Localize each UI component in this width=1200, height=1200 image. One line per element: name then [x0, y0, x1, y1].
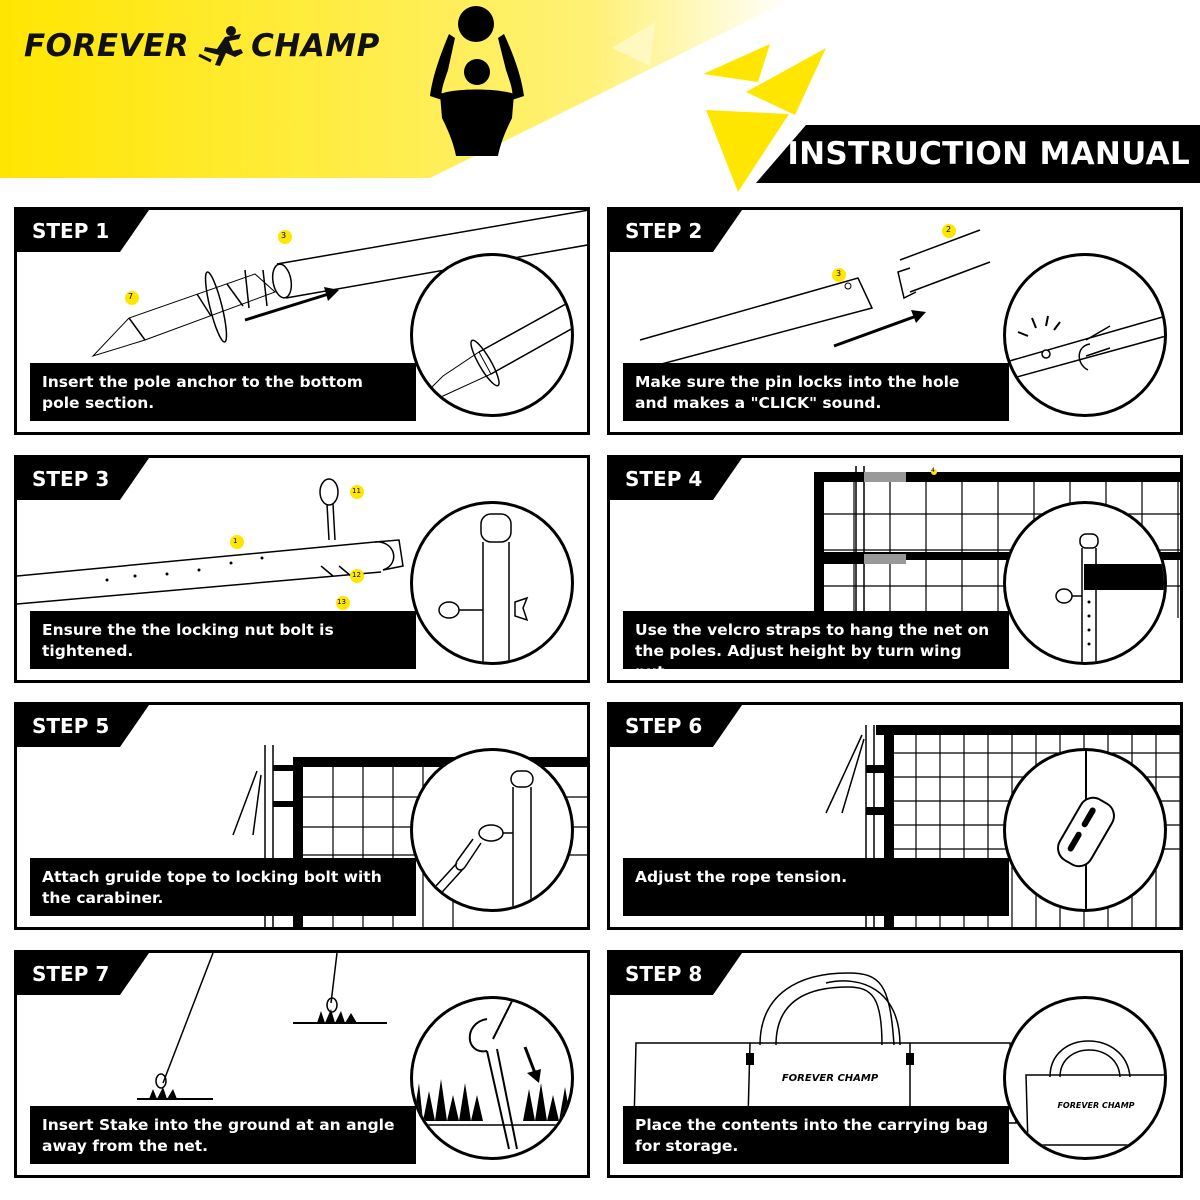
- step-8-caption: Place the contents into the carrying bag…: [623, 1106, 1009, 1164]
- s1-part-anchor: 7: [128, 292, 134, 301]
- step-2-zoom: [1003, 253, 1167, 417]
- step-4-zoom: [1003, 501, 1167, 665]
- yellow-triangle: [706, 110, 789, 192]
- s1-part-pole: 3: [281, 231, 287, 240]
- volleyball-player-icon: [430, 6, 524, 156]
- s2-part-bottom: 3: [836, 269, 842, 278]
- step-2-illustration: [639, 224, 991, 367]
- step-7-zoom: [410, 996, 574, 1160]
- zoom-bag-brand-label: FOREVER CHAMP: [1057, 1101, 1135, 1110]
- s2-part-top: 2: [946, 225, 952, 234]
- step-7-illustration: [137, 953, 387, 1100]
- header-graphic: [0, 0, 826, 192]
- step-1-panel: STEP 1 Insert the pole anchor to the bot…: [14, 207, 590, 435]
- step-3-panel: STEP 3 Ensure the the locking nut bolt i…: [14, 455, 590, 683]
- step-6-panel: STEP 6 Adjust the rope tension.: [607, 702, 1183, 930]
- step-5-zoom: [410, 748, 574, 912]
- s4-part-net: 4: [931, 467, 935, 474]
- step-1-label: STEP 1: [17, 210, 149, 252]
- step-1-caption: Insert the pole anchor to the bottom pol…: [30, 363, 416, 421]
- step-5-panel: STEP 5 Attach gruide tope to locking bol…: [14, 702, 590, 930]
- bag-brand-label: FOREVER CHAMP: [781, 1073, 879, 1084]
- step-6-caption: Adjust the rope tension.: [623, 858, 1009, 916]
- step-1-illustration: [91, 210, 587, 358]
- yellow-triangle: [746, 48, 826, 115]
- s3-part-pole: 1: [233, 537, 238, 545]
- running-man-icon: [198, 26, 244, 66]
- step-3-caption: Ensure the the locking nut bolt is tight…: [30, 611, 416, 669]
- header-banner: FOREVER CHAMP INSTRUCTION MANUAL: [0, 0, 1200, 200]
- light-triangle: [612, 22, 655, 66]
- step-5-label: STEP 5: [17, 705, 149, 747]
- yellow-triangle: [703, 44, 770, 82]
- step-2-panel: STEP 2 Make sure the pin locks into the …: [607, 207, 1183, 435]
- step-3-zoom: [410, 501, 574, 665]
- step-1-zoom: [410, 253, 574, 417]
- yellow-swoosh: [0, 0, 790, 178]
- step-5-caption: Attach gruide tope to locking bolt with …: [30, 858, 416, 916]
- step-4-panel: STEP 4 Use the velcro straps to hang the…: [607, 455, 1183, 683]
- s3-part-washer: 12: [352, 571, 361, 579]
- step-7-panel: STEP 7 Insert Stake into the ground at a…: [14, 950, 590, 1178]
- page-title: INSTRUCTION MANUAL: [787, 136, 1190, 172]
- step-8-zoom: FOREVER CHAMP: [1003, 996, 1167, 1160]
- s3-part-nut: 13: [337, 598, 346, 606]
- step-3-illustration: [17, 478, 404, 610]
- step-6-zoom: [1003, 748, 1167, 912]
- step-2-caption: Make sure the pin locks into the hole an…: [623, 363, 1009, 421]
- step-8-panel: FOREVER CHAMP STEP 8 FOREVER CHAMP Place…: [607, 950, 1183, 1178]
- title-banner: INSTRUCTION MANUAL: [756, 125, 1200, 183]
- step-7-caption: Insert Stake into the ground at an angle…: [30, 1106, 416, 1164]
- step-4-caption: Use the velcro straps to hang the net on…: [623, 611, 1009, 680]
- brand-logo-text-left: FOREVER: [24, 28, 190, 64]
- brand-logo: FOREVER CHAMP: [24, 26, 380, 66]
- brand-logo-text-right: CHAMP: [251, 28, 380, 64]
- s3-part-bolt: 11: [352, 487, 361, 495]
